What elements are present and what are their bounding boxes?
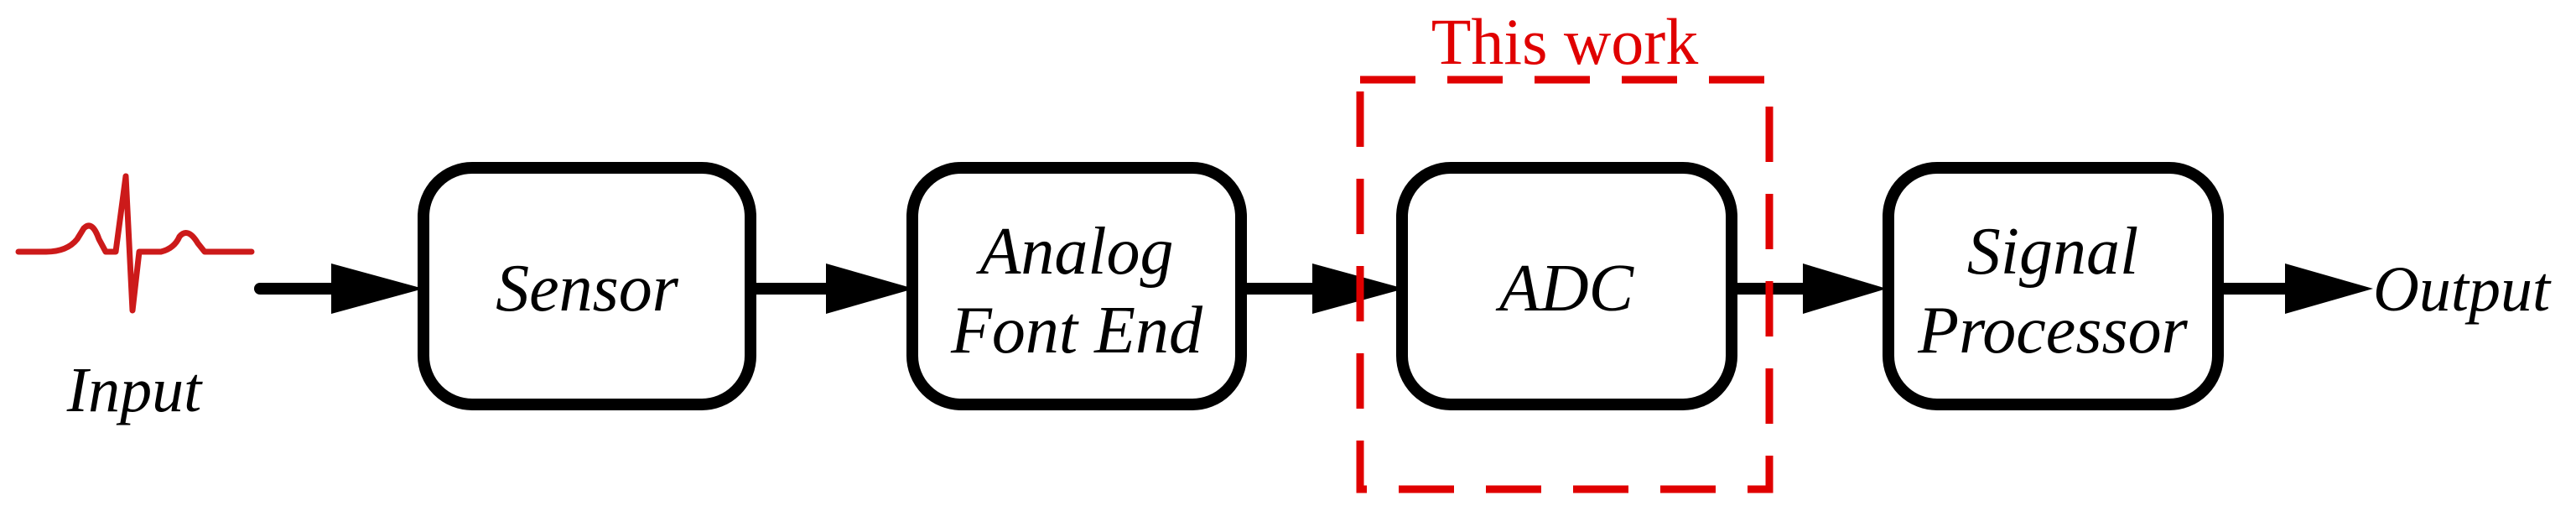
- this-work-highlight: This work: [1356, 5, 1774, 493]
- this-work-label: This work: [1431, 5, 1698, 78]
- block-sensor-label: Sensor: [496, 252, 679, 326]
- block-adc: ADC: [1396, 162, 1737, 410]
- block-afe-label-line2: Font End: [950, 294, 1203, 368]
- arrow-sensor-to-afe: [745, 263, 914, 314]
- block-dsp-label-line2: Processor: [1917, 294, 2188, 368]
- arrow-input-to-sensor: [254, 263, 423, 314]
- block-sensor: Sensor: [418, 162, 756, 410]
- output-label: Output: [2373, 254, 2552, 325]
- block-dsp-label-line1: Signal: [1967, 215, 2138, 289]
- block-analog-front-end: Analog Font End: [906, 162, 1247, 410]
- arrow-adc-to-dsp: [1726, 263, 1887, 314]
- input-label: Input: [66, 355, 203, 425]
- block-afe-label-line1: Analog: [975, 215, 1173, 289]
- block-adc-label: ADC: [1495, 252, 1635, 326]
- ecg-waveform-icon: [15, 173, 255, 314]
- arrow-afe-to-adc: [1231, 263, 1405, 314]
- block-signal-processor: Signal Processor: [1883, 162, 2224, 410]
- arrow-dsp-to-output: [2212, 263, 2373, 314]
